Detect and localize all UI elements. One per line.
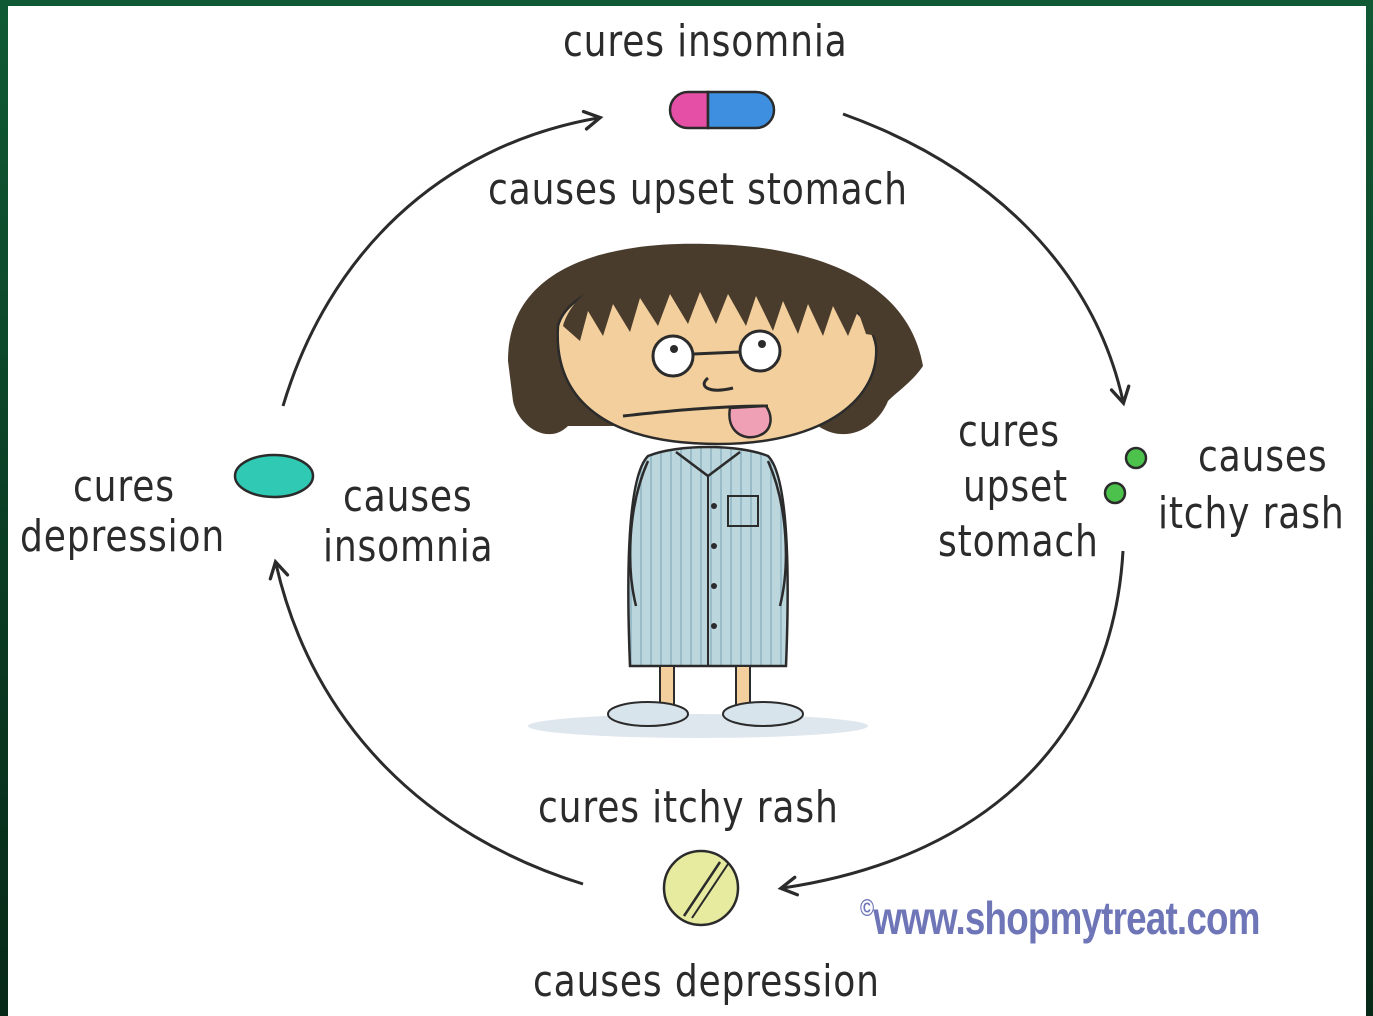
label-left-causes-1: causes [343,471,473,523]
watermark-text: www.shopmytreat.com [873,892,1259,944]
cartoon-canvas: cures insomnia causes upset stomach cure… [8,6,1366,1016]
small-pills-icon [1105,448,1146,503]
label-right-causes-2: itchy rash [1158,488,1345,540]
round-pill-icon [664,851,738,925]
label-top-causes: causes upset stomach [488,164,908,216]
label-right-cures-1: cures [958,406,1060,458]
watermark-link[interactable]: ©www.shopmytreat.com [860,891,1260,945]
label-left-cures-2: depression [20,511,225,563]
label-right-causes-1: causes [1198,431,1328,483]
capsule-pill-icon [670,92,774,128]
oval-pill-icon [235,455,313,497]
label-right-cures-2: upset [963,461,1068,513]
label-bottom-cures: cures itchy rash [538,782,839,834]
label-left-causes-2: insomnia [323,521,493,573]
label-bottom-causes: causes depression [533,956,880,1008]
label-left-cures-1: cures [73,461,175,513]
label-right-cures-3: stomach [938,516,1099,568]
copyright-symbol: © [860,895,873,922]
label-top-cures: cures insomnia [563,16,848,68]
sleepless-character-illustration [508,244,923,738]
